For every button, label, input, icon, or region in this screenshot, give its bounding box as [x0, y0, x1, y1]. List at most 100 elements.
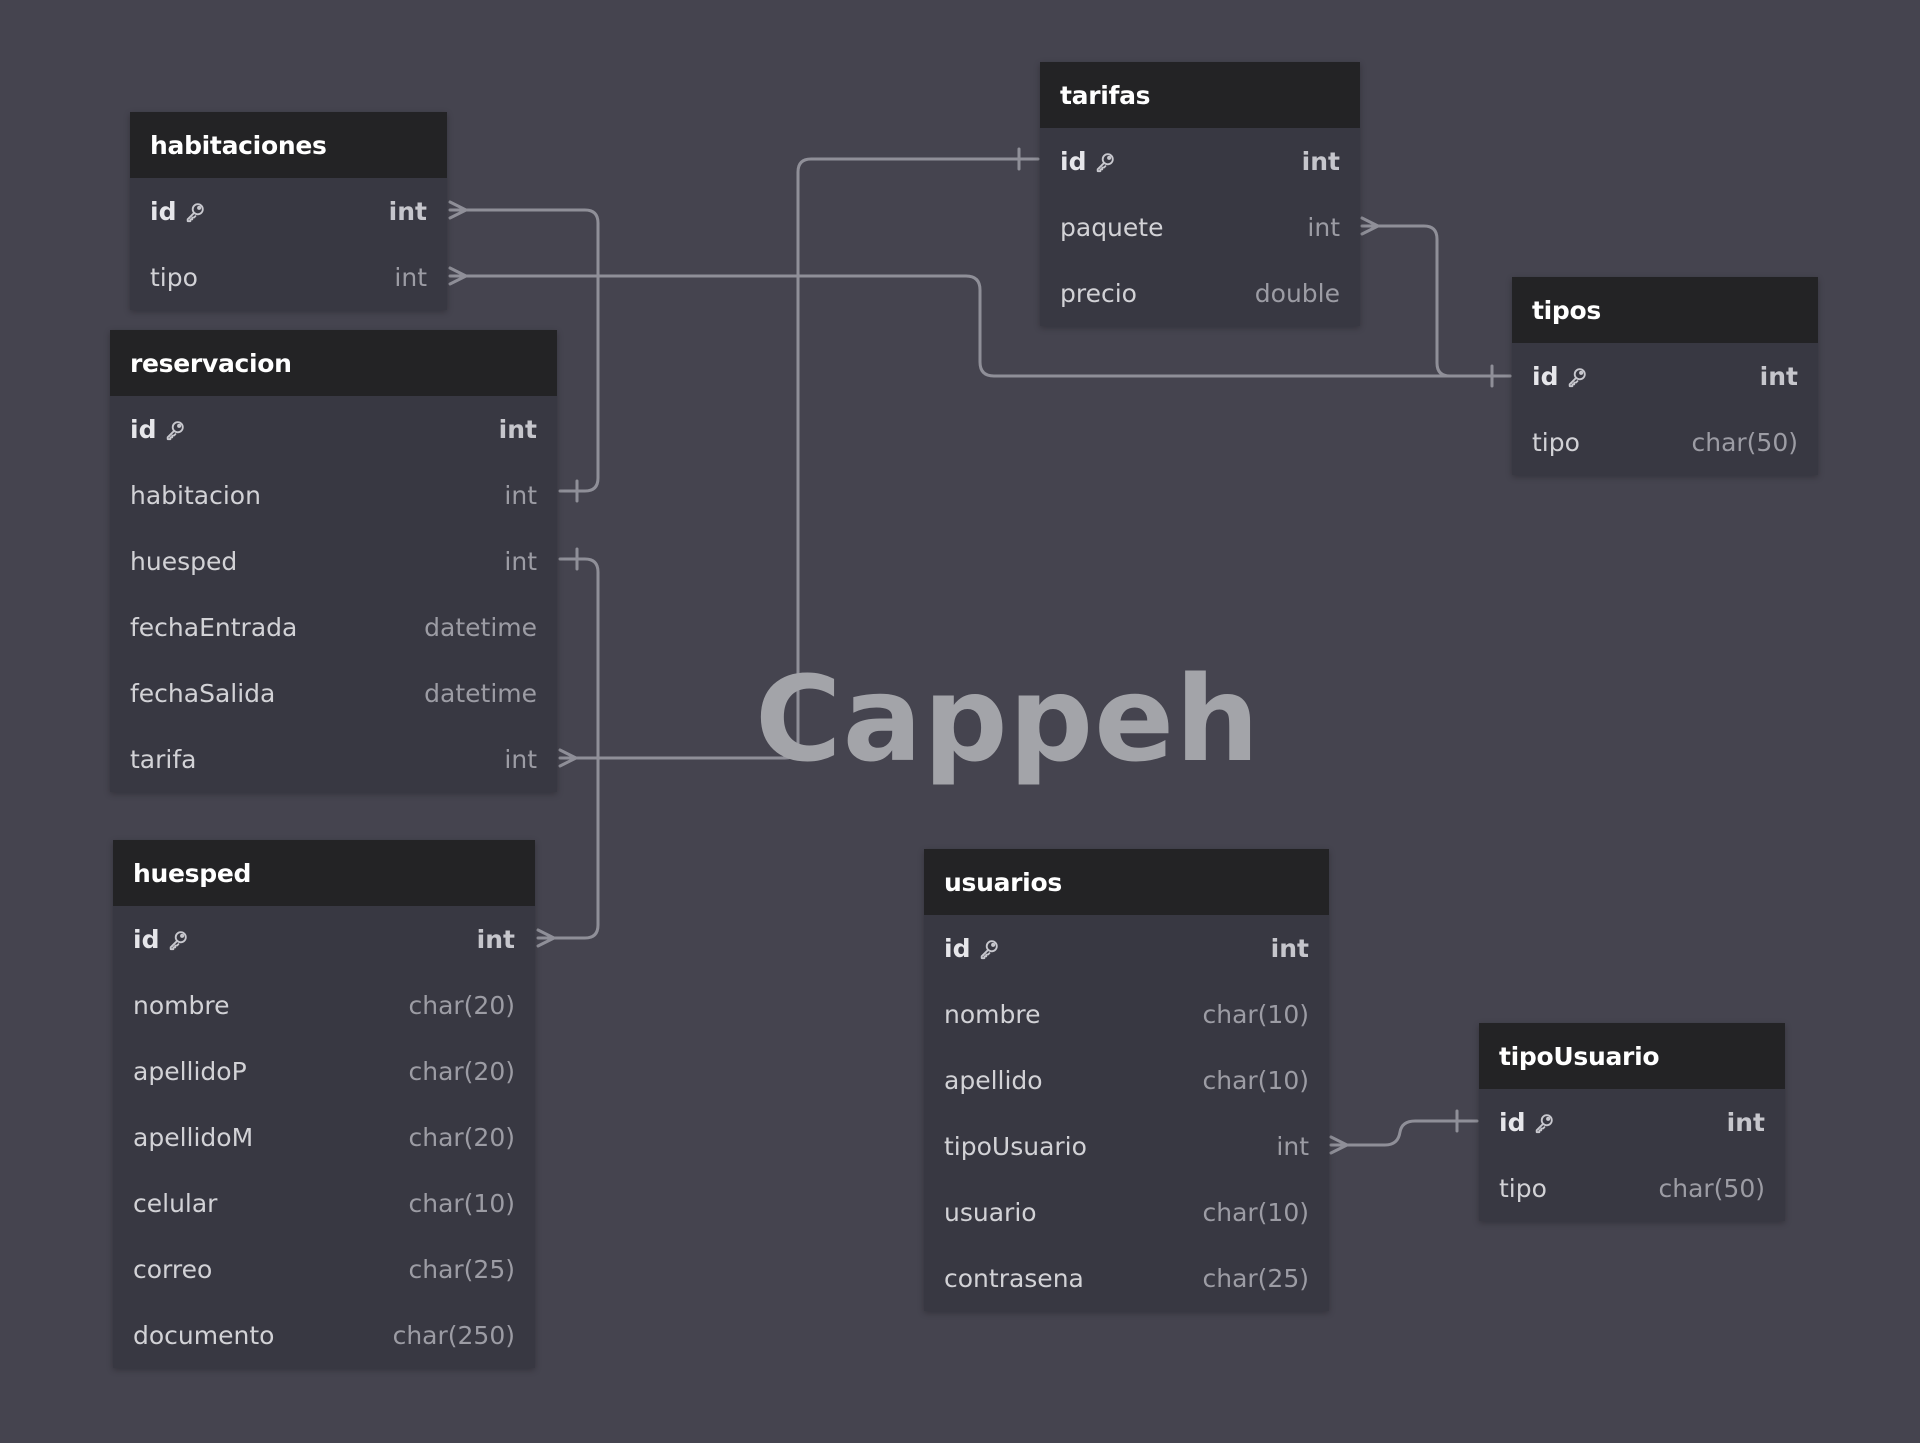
watermark: Cappeh	[755, 650, 1261, 788]
column-type: char(25)	[1202, 1263, 1309, 1293]
table-header[interactable]: usuarios	[924, 849, 1329, 915]
column-name-wrap: habitacion	[130, 481, 261, 510]
primary-key-icon	[978, 937, 1000, 960]
crowfoot-many-icon	[558, 748, 578, 768]
column-row-contrasena[interactable]: contrasena char(25)	[924, 1245, 1329, 1311]
table-header[interactable]: habitaciones	[130, 112, 447, 178]
column-name-wrap: huesped	[130, 547, 237, 576]
column-row-fechaentrada[interactable]: fechaEntrada datetime	[110, 594, 557, 660]
column-row-tipo[interactable]: tipo int	[130, 244, 447, 310]
column-name-wrap: tipo	[1532, 428, 1580, 457]
primary-key-icon	[1533, 1111, 1555, 1134]
relation-reservacion-tarifa-tarifas-id[interactable]	[558, 147, 1040, 768]
column-name-wrap: contrasena	[944, 1264, 1084, 1293]
column-name: id	[150, 196, 177, 226]
column-name: tipo	[150, 262, 198, 292]
column-row-huesped[interactable]: huesped int	[110, 528, 557, 594]
column-name: nombre	[944, 999, 1041, 1029]
column-type: int	[1276, 1131, 1309, 1161]
column-name-wrap: fechaEntrada	[130, 613, 297, 642]
column-name: tipo	[1532, 427, 1580, 457]
column-name: tipo	[1499, 1173, 1547, 1203]
column-name-wrap: id	[150, 197, 206, 226]
column-name: apellidoP	[133, 1056, 247, 1086]
table-header[interactable]: huesped	[113, 840, 535, 906]
table-header[interactable]: tarifas	[1040, 62, 1360, 128]
column-name: correo	[133, 1254, 213, 1284]
relation-habitaciones-id-reservacion-habitacion[interactable]	[448, 200, 600, 503]
column-name-wrap: correo	[133, 1255, 212, 1284]
table-title: usuarios	[944, 867, 1062, 897]
column-row-usuario[interactable]: usuario char(10)	[924, 1179, 1329, 1245]
column-name-wrap: apellidoM	[133, 1123, 253, 1152]
column-row-tipousuario[interactable]: tipoUsuario int	[924, 1113, 1329, 1179]
column-name-wrap: nombre	[133, 991, 229, 1020]
crowfoot-many-icon	[1329, 1135, 1349, 1155]
column-name: id	[1060, 146, 1087, 176]
column-type: char(20)	[408, 1122, 515, 1152]
column-name-wrap: tipoUsuario	[944, 1132, 1087, 1161]
column-type: char(20)	[408, 990, 515, 1020]
column-type: char(10)	[1202, 1197, 1309, 1227]
column-name-wrap: paquete	[1060, 213, 1163, 242]
column-type: datetime	[424, 612, 537, 642]
column-name-wrap: id	[944, 934, 1000, 963]
table-title: tarifas	[1060, 80, 1151, 110]
column-type: datetime	[424, 678, 537, 708]
primary-key-icon	[184, 200, 206, 223]
column-type: int	[504, 546, 537, 576]
table-title: reservacion	[130, 348, 292, 378]
column-type: int	[1759, 361, 1798, 391]
column-name-wrap: tipo	[150, 263, 198, 292]
column-name: usuario	[944, 1197, 1037, 1227]
column-type: int	[394, 262, 427, 292]
table-header[interactable]: reservacion	[110, 330, 557, 396]
relation-huesped-id-reservacion-huesped[interactable]	[536, 547, 600, 948]
column-row-apellidom[interactable]: apellidoM char(20)	[113, 1104, 535, 1170]
relation-tarifas-paquete-tipos-id[interactable]	[1360, 216, 1512, 378]
column-name-wrap: id	[1499, 1108, 1555, 1137]
table-header[interactable]: tipoUsuario	[1479, 1023, 1785, 1089]
primary-key-icon	[164, 418, 186, 441]
table-header[interactable]: tipos	[1512, 277, 1818, 343]
column-name-wrap: nombre	[944, 1000, 1040, 1029]
column-name: precio	[1060, 278, 1137, 308]
column-name: tarifa	[130, 744, 197, 774]
column-row-nombre[interactable]: nombre char(20)	[113, 972, 535, 1038]
relation-usuarios-tipousuario-tipousuario-id[interactable]	[1329, 1109, 1479, 1155]
crowfoot-many-icon	[536, 928, 556, 948]
column-type: char(10)	[408, 1188, 515, 1218]
column-name: id	[1499, 1107, 1526, 1137]
primary-key-icon	[1094, 150, 1116, 173]
column-name: paquete	[1060, 212, 1164, 242]
column-name: tipoUsuario	[944, 1131, 1087, 1161]
column-name-wrap: celular	[133, 1189, 217, 1218]
column-row-celular[interactable]: celular char(10)	[113, 1170, 535, 1236]
